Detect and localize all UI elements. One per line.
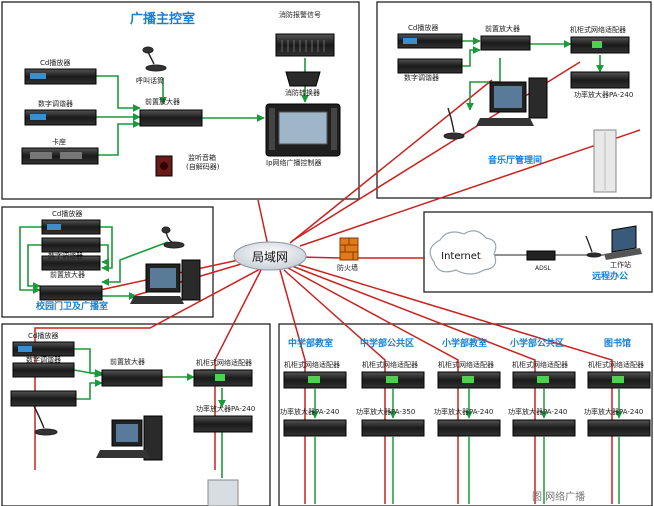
lan-hub: 局域网	[233, 241, 307, 271]
bl-computer-icon	[96, 415, 163, 461]
internet-label: Internet	[441, 251, 481, 262]
zone-middle-class-adapter-label: 机柜式网络适配器	[284, 361, 340, 369]
music-digital-tuner-label: 数字调谐器	[404, 74, 439, 82]
music-preamp	[480, 35, 531, 51]
zone-middle-class	[283, 371, 347, 504]
zone-primary-public	[512, 371, 576, 504]
music-computer-icon	[476, 77, 548, 126]
zone-middle-public-title: 中学部公共区	[360, 339, 415, 349]
music-power-amp	[570, 71, 630, 89]
fire-switcher-device	[285, 71, 321, 87]
remote-office-frame	[423, 211, 653, 293]
bottom-left-frame	[1, 323, 271, 506]
audio-links	[19, 37, 604, 478]
zone-library-adapter-label: 机柜式网络适配器	[588, 361, 644, 369]
zone-middle-public-amp-label: 功率放大器PA-350	[356, 408, 416, 416]
gate-mic-icon	[161, 226, 185, 249]
zone-library-title: 图书馆	[604, 339, 632, 349]
fire-alarm-signal-label: 消防报警信号	[279, 11, 321, 19]
ip-controller-label: Ip网络广播控制器	[266, 159, 322, 167]
zone-primary-public-amp-label: 功率放大器PA-240	[508, 408, 568, 416]
zone-primary-public-title: 小学部公共区	[510, 339, 565, 349]
main-cassette-deck	[21, 147, 99, 165]
lan-label: 局域网	[252, 250, 288, 264]
gate-preamp	[41, 255, 101, 271]
music-power-amp-label: 功率放大器PA-240	[574, 91, 634, 99]
campus-gate-title: 校园门卫及广播室	[36, 302, 109, 312]
workstation-label: 工作站	[610, 261, 631, 269]
bl-rack-adapter	[193, 369, 253, 387]
monitor-speaker-icon	[155, 155, 173, 177]
firewall-label: 防火墙	[337, 264, 358, 272]
music-digital-tuner	[397, 58, 463, 74]
zone-primary-class	[437, 371, 501, 504]
paging-mic-icon	[142, 46, 167, 72]
zone-middle-public-adapter-label: 机柜式网络适配器	[362, 361, 418, 369]
remote-office-title: 远程办公	[592, 272, 629, 282]
zone-middle-class-amp-label: 功率放大器PA-240	[280, 408, 340, 416]
music-rack-adapter	[570, 36, 630, 54]
music-cd-player-label: Cd播放器	[408, 24, 439, 32]
bl-power-amp	[193, 415, 253, 433]
zone-primary-class-title: 小学部教室	[442, 339, 488, 349]
bl-cd-player-label: Cd播放器	[28, 332, 59, 340]
ip-broadcast-controller	[265, 103, 341, 157]
main-control-room-title: 广播主控室	[130, 12, 196, 27]
main-cd-player	[24, 68, 97, 85]
music-cd-player	[397, 33, 463, 49]
zone-middle-class-title: 中学部教室	[288, 339, 334, 349]
gate-preamp-label: 前置放大器	[50, 271, 85, 279]
music-preamp-label: 前置放大器	[485, 25, 520, 33]
adsl-label: ADSL	[535, 265, 551, 272]
fire-alarm-signal-device	[275, 33, 335, 57]
bl-speaker	[207, 479, 239, 506]
bl-digital-tuner-label: 数字调谐器	[26, 356, 61, 364]
monitor-speaker-label-2: (自解码器)	[186, 163, 220, 171]
bl-cd-player	[12, 341, 75, 357]
gate-digital-tuner-label: 数字调谐器	[48, 252, 83, 260]
paging-mic-label: 呼叫话筒	[136, 77, 164, 85]
gate-cd-player-label: Cd播放器	[52, 210, 83, 218]
firewall-icon	[339, 237, 359, 261]
gate-digital-tuner	[41, 237, 101, 253]
gate-computer-icon	[130, 259, 201, 304]
bl-preamp-label: 前置放大器	[110, 358, 145, 366]
campus-gate-frame	[1, 206, 214, 318]
music-hall-frame	[376, 1, 652, 199]
zone-library	[587, 371, 651, 504]
zone-middle-public	[361, 371, 425, 504]
zone-primary-class-amp-label: 功率放大器PA-240	[434, 408, 494, 416]
bl-rack-adapter-label: 机柜式网络适配器	[196, 359, 252, 367]
zone-library-amp-label: 功率放大器PA-240	[584, 408, 644, 416]
remote-mic-icon	[585, 235, 602, 258]
zone-primary-class-adapter-label: 机柜式网络适配器	[438, 361, 494, 369]
bl-cassette	[10, 390, 77, 407]
music-hall-title: 音乐厅管理间	[488, 156, 543, 166]
main-cassette-label: 卡座	[52, 138, 66, 146]
music-rack-adapter-label: 机柜式网络适配器	[570, 26, 626, 34]
watermark: 图 网络广播	[532, 492, 586, 503]
bl-digital-tuner	[12, 362, 75, 378]
workstation-laptop	[604, 225, 642, 260]
teaching-zones-frame	[278, 323, 653, 506]
gate-rack-device	[39, 285, 103, 301]
music-column-speaker	[593, 129, 617, 193]
main-digital-tuner	[24, 109, 97, 126]
bl-power-amp-label: 功率放大器PA-240	[196, 405, 256, 413]
bl-preamp	[101, 369, 163, 387]
main-digital-tuner-label: 数字调谐器	[38, 100, 73, 108]
adsl-modem	[526, 250, 556, 261]
main-cd-player-label: Cd播放器	[40, 59, 71, 67]
zone-primary-public-adapter-label: 机柜式网络适配器	[512, 361, 568, 369]
music-mic-icon	[443, 107, 465, 140]
internet-cloud: Internet	[429, 230, 497, 275]
gate-cd-player	[41, 219, 101, 235]
monitor-speaker-label-1: 监听音箱	[188, 154, 216, 162]
main-preamp	[139, 109, 203, 127]
main-preamp-label: 前置放大器	[145, 98, 180, 106]
fire-switcher-label: 消防转换器	[285, 89, 320, 97]
bl-mic-icon	[33, 405, 58, 436]
main-control-room-frame	[1, 1, 360, 200]
